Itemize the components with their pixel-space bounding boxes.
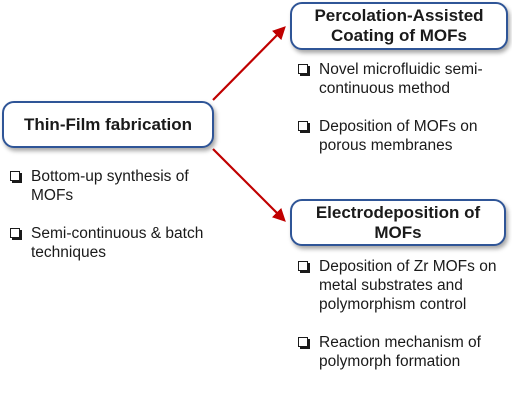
list-item-text: Deposition of Zr MOFs on metal substrate… [319, 258, 497, 313]
electrodeposition-label-line2: MOFs [374, 222, 422, 242]
list-item-text: Reaction mechanism of polymorph formatio… [319, 334, 481, 370]
percolation-node-label: Percolation-Assisted Coating of MOFs [314, 6, 483, 46]
list-item: Deposition of Zr MOFs on metal substrate… [297, 257, 509, 314]
percolation-label-line1: Percolation-Assisted [314, 6, 484, 25]
thin-film-fabrication-label: Thin-Film fabrication [23, 114, 193, 134]
list-item-text: Novel microfluidic semi-continuous metho… [319, 61, 483, 97]
checkbox-bullet-icon [298, 261, 308, 271]
checkbox-bullet-icon [298, 337, 308, 347]
electrodeposition-node-label: Electrodeposition of MOFs [316, 203, 480, 243]
list-item: Novel microfluidic semi-continuous metho… [297, 60, 509, 98]
list-item: Semi-continuous & batch techniques [9, 224, 224, 262]
list-item: Bottom-up synthesis of MOFs [9, 167, 224, 205]
checkbox-bullet-icon [10, 228, 20, 238]
thin-film-bullet-list: Bottom-up synthesis of MOFs Semi-continu… [9, 167, 224, 262]
list-item-text: Bottom-up synthesis of MOFs [31, 168, 189, 204]
checkbox-bullet-icon [298, 121, 308, 131]
list-item: Deposition of MOFs on porous membranes [297, 117, 509, 155]
electrodeposition-node: Electrodeposition of MOFs [290, 199, 506, 246]
list-item-text: Deposition of MOFs on porous membranes [319, 118, 478, 154]
electrodeposition-bullet-list: Deposition of Zr MOFs on metal substrate… [297, 257, 509, 371]
checkbox-bullet-icon [298, 64, 308, 74]
percolation-assisted-coating-node: Percolation-Assisted Coating of MOFs [290, 2, 508, 50]
list-item-text: Semi-continuous & batch techniques [31, 225, 204, 261]
electrodeposition-label-line1: Electrodeposition of [315, 202, 481, 222]
percolation-label-line2: Coating of MOFs [331, 26, 467, 45]
percolation-bullet-list: Novel microfluidic semi-continuous metho… [297, 60, 509, 155]
arrow-to-percolation [212, 26, 286, 101]
list-item: Reaction mechanism of polymorph formatio… [297, 333, 509, 371]
thin-film-fabrication-node: Thin-Film fabrication [2, 101, 214, 148]
arrow-to-electrodeposition [212, 148, 286, 222]
checkbox-bullet-icon [10, 171, 20, 181]
